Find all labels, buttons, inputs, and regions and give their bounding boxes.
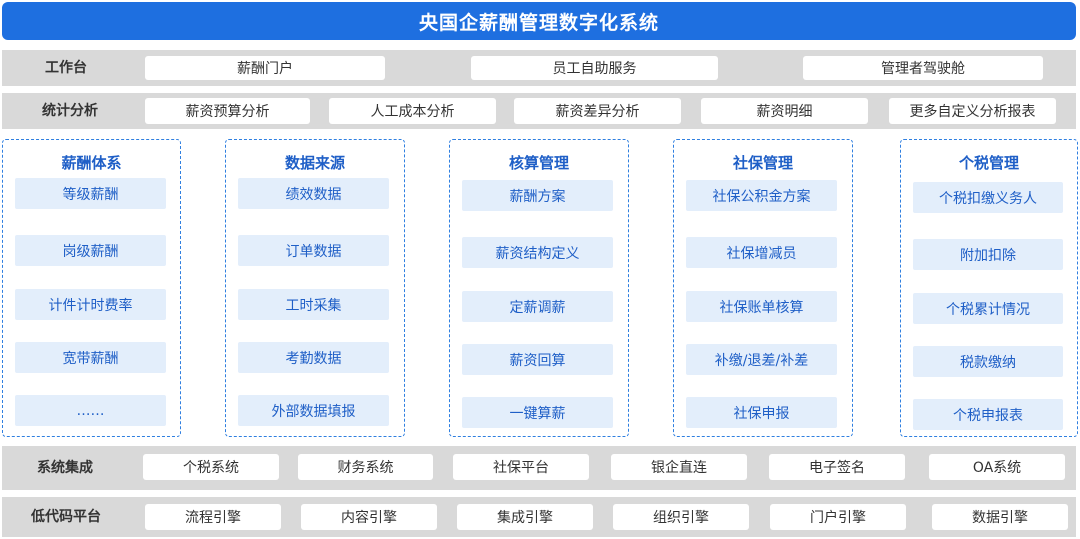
module-item[interactable]: 一键算薪 bbox=[462, 397, 613, 428]
lowcode-item-integration-engine[interactable]: 集成引擎 bbox=[457, 504, 593, 530]
workbench-label: 工作台 bbox=[45, 60, 87, 76]
analytics-label: 统计分析 bbox=[42, 103, 98, 119]
module-item[interactable]: 考勤数据 bbox=[238, 342, 389, 373]
module-title: 社保管理 bbox=[732, 154, 793, 172]
lowcode-item-workflow-engine[interactable]: 流程引擎 bbox=[145, 504, 281, 530]
module-item[interactable]: 附加扣除 bbox=[913, 239, 1063, 270]
module-title: 数据来源 bbox=[284, 154, 345, 172]
integration-item-finance-system[interactable]: 财务系统 bbox=[298, 454, 433, 480]
module-item[interactable]: 社保公积金方案 bbox=[686, 180, 837, 211]
module-item[interactable]: 社保申报 bbox=[686, 397, 837, 428]
analytics-item-labor-cost[interactable]: 人工成本分析 bbox=[329, 98, 496, 124]
lowcode-item-content-engine[interactable]: 内容引擎 bbox=[301, 504, 437, 530]
integration-item-bank-direct[interactable]: 银企直连 bbox=[611, 454, 747, 480]
integration-band: 系统集成 个税系统 财务系统 社保平台 银企直连 电子签名 OA系统 bbox=[2, 446, 1076, 490]
workbench-item-salary-portal[interactable]: 薪酬门户 bbox=[145, 56, 385, 80]
lowcode-item-org-engine[interactable]: 组织引擎 bbox=[613, 504, 749, 530]
module-title: 薪酬体系 bbox=[61, 154, 122, 172]
module-payroll-accounting: 核算管理 薪酬方案 薪资结构定义 定薪调薪 薪资回算 一键算薪 bbox=[449, 139, 629, 437]
module-item[interactable]: 个税扣缴义务人 bbox=[913, 182, 1063, 213]
integration-item-oa-system[interactable]: OA系统 bbox=[929, 454, 1065, 480]
module-salary-system: 薪酬体系 等级薪酬 岗级薪酬 计件计时费率 宽带薪酬 …… bbox=[2, 139, 181, 437]
integration-item-e-signature[interactable]: 电子签名 bbox=[769, 454, 905, 480]
module-item[interactable]: 绩效数据 bbox=[238, 178, 389, 209]
module-item[interactable]: 薪酬方案 bbox=[462, 180, 613, 211]
module-item[interactable]: 宽带薪酬 bbox=[15, 342, 166, 373]
module-item[interactable]: 社保账单核算 bbox=[686, 291, 837, 322]
module-item[interactable]: 薪资结构定义 bbox=[462, 237, 613, 268]
workbench-item-manager-cockpit[interactable]: 管理者驾驶舱 bbox=[803, 56, 1043, 80]
module-item[interactable]: 等级薪酬 bbox=[15, 178, 166, 209]
module-item[interactable]: 补缴/退差/补差 bbox=[686, 344, 837, 375]
module-item[interactable]: 岗级薪酬 bbox=[15, 235, 166, 266]
module-title: 核算管理 bbox=[508, 154, 569, 172]
lowcode-label: 低代码平台 bbox=[31, 509, 101, 525]
module-item[interactable]: …… bbox=[15, 395, 166, 426]
module-item[interactable]: 薪资回算 bbox=[462, 344, 613, 375]
lowcode-band: 低代码平台 流程引擎 内容引擎 集成引擎 组织引擎 门户引擎 数据引擎 bbox=[2, 497, 1076, 537]
page-title: 央国企薪酬管理数字化系统 bbox=[2, 2, 1076, 40]
module-income-tax: 个税管理 个税扣缴义务人 附加扣除 个税累计情况 税款缴纳 个税申报表 bbox=[900, 139, 1078, 437]
module-item[interactable]: 定薪调薪 bbox=[462, 291, 613, 322]
workbench-item-employee-self-service[interactable]: 员工自助服务 bbox=[471, 56, 718, 80]
module-title: 个税管理 bbox=[958, 154, 1019, 172]
workbench-band: 工作台 薪酬门户 员工自助服务 管理者驾驶舱 bbox=[2, 50, 1076, 86]
module-data-sources: 数据来源 绩效数据 订单数据 工时采集 考勤数据 外部数据填报 bbox=[225, 139, 405, 437]
lowcode-item-data-engine[interactable]: 数据引擎 bbox=[932, 504, 1068, 530]
analytics-item-detail[interactable]: 薪资明细 bbox=[701, 98, 868, 124]
analytics-item-variance[interactable]: 薪资差异分析 bbox=[514, 98, 681, 124]
integration-item-social-platform[interactable]: 社保平台 bbox=[453, 454, 589, 480]
module-item[interactable]: 个税累计情况 bbox=[913, 293, 1063, 324]
module-item[interactable]: 计件计时费率 bbox=[15, 289, 166, 320]
lowcode-item-portal-engine[interactable]: 门户引擎 bbox=[770, 504, 906, 530]
module-item[interactable]: 订单数据 bbox=[238, 235, 389, 266]
integration-label: 系统集成 bbox=[37, 460, 93, 476]
integration-item-tax-system[interactable]: 个税系统 bbox=[143, 454, 279, 480]
module-item[interactable]: 外部数据填报 bbox=[238, 395, 389, 426]
module-item[interactable]: 社保增减员 bbox=[686, 237, 837, 268]
module-item[interactable]: 个税申报表 bbox=[913, 399, 1063, 430]
module-item[interactable]: 税款缴纳 bbox=[913, 346, 1063, 377]
analytics-band: 统计分析 薪资预算分析 人工成本分析 薪资差异分析 薪资明细 更多自定义分析报表 bbox=[2, 93, 1076, 129]
module-item[interactable]: 工时采集 bbox=[238, 289, 389, 320]
analytics-item-custom-reports[interactable]: 更多自定义分析报表 bbox=[889, 98, 1056, 124]
module-social-insurance: 社保管理 社保公积金方案 社保增减员 社保账单核算 补缴/退差/补差 社保申报 bbox=[673, 139, 853, 437]
analytics-item-budget[interactable]: 薪资预算分析 bbox=[145, 98, 310, 124]
